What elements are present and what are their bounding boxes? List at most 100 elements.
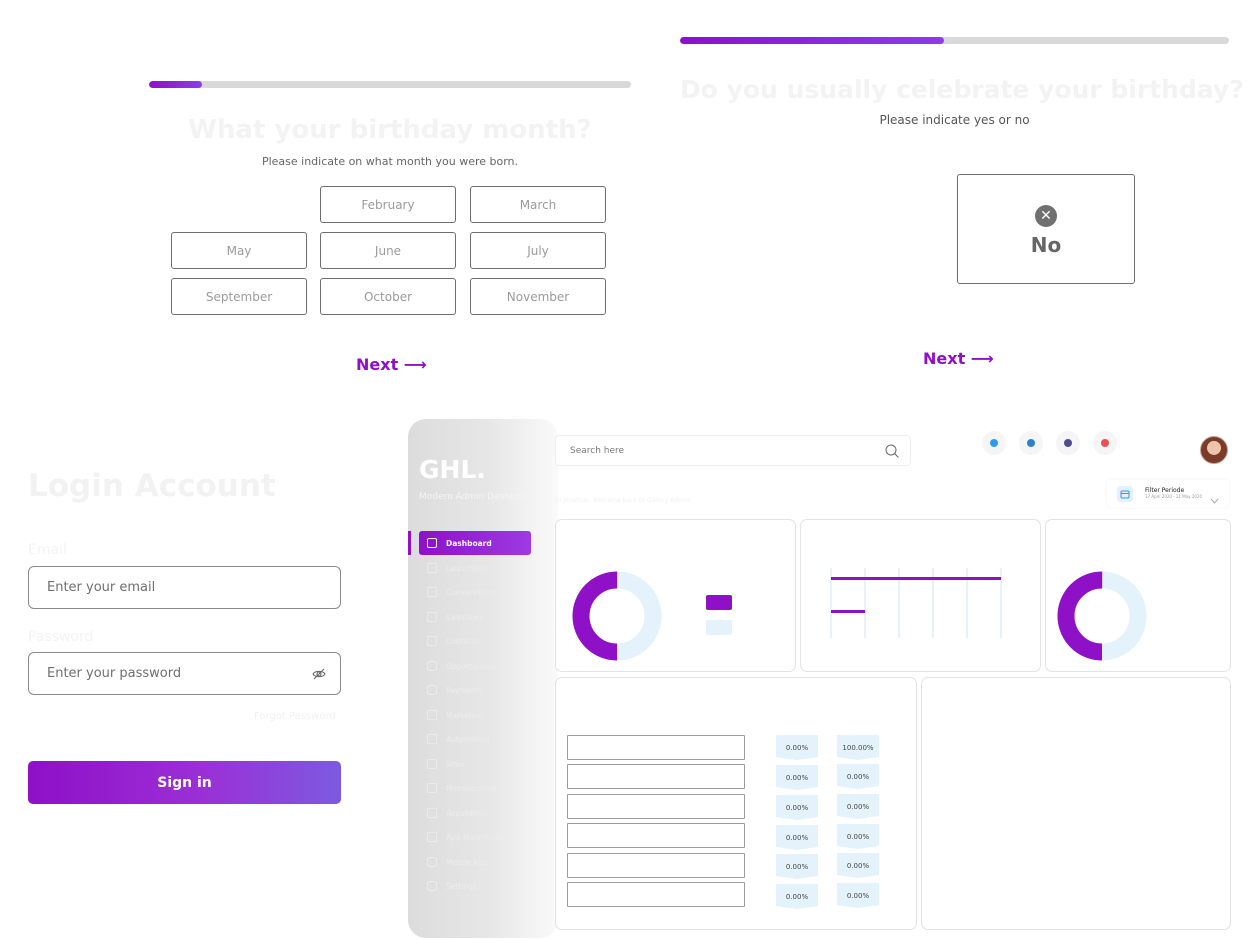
sidebar-item-label: Contacts — [446, 636, 480, 646]
percent-badge: 0.00% — [776, 854, 818, 879]
month-progress-bar — [149, 81, 631, 88]
password-input[interactable] — [47, 666, 297, 681]
sidebar-item-contacts[interactable]: Contacts — [419, 629, 531, 653]
percent-badge: 0.00% — [776, 765, 818, 790]
month-option-october[interactable]: October — [320, 278, 456, 315]
alert-icon[interactable] — [1093, 431, 1117, 455]
brand-logo: GHL. — [419, 455, 486, 484]
email-label: Email — [28, 542, 67, 558]
password-label: Password — [28, 629, 94, 645]
notification-dot — [990, 439, 998, 447]
chevron-down-icon — [1210, 489, 1219, 508]
sidebar-item-label: Mobile App — [446, 857, 488, 867]
email-input[interactable] — [47, 580, 297, 595]
sidebar-item-memberships[interactable]: Memberships — [419, 776, 531, 800]
sidebar-item-dashboard[interactable]: Dashboard — [419, 531, 531, 555]
legend-swatch-purple — [706, 595, 732, 610]
phone-icon — [427, 857, 437, 867]
sidebar-item-label: Launchpad — [446, 563, 488, 573]
donut-2-arc — [1057, 571, 1147, 661]
sidebar-item-automation[interactable]: Automation — [419, 727, 531, 751]
notification-dot — [1064, 439, 1072, 447]
percent-badge: 0.00% — [837, 794, 879, 819]
notification-icon[interactable] — [982, 431, 1006, 455]
donut-panel-1 — [555, 519, 796, 672]
search-input[interactable] — [570, 445, 870, 456]
sidebar-item-payments[interactable]: Payments — [419, 678, 531, 702]
sidebar-item-label: Dashboard — [446, 538, 492, 548]
no-option-card[interactable]: ✕ No — [957, 174, 1135, 284]
month-option-march[interactable]: March — [470, 186, 606, 223]
close-circle-icon: ✕ — [1035, 205, 1057, 227]
search-icon[interactable] — [884, 443, 900, 463]
sidebar-item-app-marketplace[interactable]: App Marketplace — [419, 825, 531, 849]
chat-icon — [427, 587, 437, 597]
percent-badge: 0.00% — [837, 824, 879, 849]
empty-panel — [921, 677, 1231, 930]
percent-badge: 0.00% — [837, 883, 879, 908]
sidebar-item-mobile-app[interactable]: Mobile App — [419, 850, 531, 874]
welcome-text: Hi Jonathan, Welcome back to Gallery Adm… — [555, 497, 692, 504]
donut-1-arc — [572, 571, 662, 661]
celebrate-question-subtitle: Please indicate yes or no — [879, 113, 1030, 127]
sidebar-item-label: Reputation — [446, 808, 487, 818]
donut-panel-2 — [1045, 519, 1231, 672]
month-option-july[interactable]: July — [470, 232, 606, 269]
celebrate-progress-bar — [680, 37, 1229, 44]
sidebar-item-marketing[interactable]: Marketing — [419, 703, 531, 727]
sidebar-item-conversations[interactable]: Conversations — [419, 580, 531, 604]
sidebar-item-label: Settings — [446, 881, 477, 891]
password-field[interactable] — [28, 652, 341, 695]
sidebar-item-launchpad[interactable]: Launchpad — [419, 556, 531, 580]
dashboard-sidebar: GHL. Modern Admin Dashboard Dashboard La… — [408, 419, 558, 938]
month-option-june[interactable]: June — [320, 232, 456, 269]
sidebar-item-sites[interactable]: Sites — [419, 752, 531, 776]
sign-in-button[interactable]: Sign in — [28, 761, 341, 804]
settings-icon — [427, 881, 437, 891]
sidebar-item-label: Opportunities — [446, 661, 498, 671]
sidebar-item-label: Calendars — [446, 612, 484, 622]
forgot-password-link[interactable]: Forgot Password — [254, 711, 336, 722]
table-row-field — [567, 794, 745, 819]
gift-icon[interactable] — [1056, 431, 1080, 455]
notification-dot — [1101, 439, 1109, 447]
celebrate-next-link[interactable]: Next ⟶ — [923, 349, 994, 368]
grid-icon — [427, 538, 437, 548]
dashboard-search[interactable] — [555, 435, 911, 466]
bar-chart-panel — [800, 519, 1041, 672]
celebrate-question-title: Do you usually celebrate your birthday? — [680, 75, 1244, 104]
sidebar-item-calendars[interactable]: Calendars — [419, 605, 531, 629]
brand-subtitle: Modern Admin Dashboard — [419, 492, 536, 502]
sidebar-item-label: Conversations — [446, 587, 500, 597]
month-option-may[interactable]: May — [171, 232, 307, 269]
sidebar-item-settings[interactable]: Settings — [419, 874, 531, 898]
month-question-title: What your birthday month? — [188, 115, 592, 145]
avatar[interactable] — [1200, 436, 1228, 464]
table-row-field — [567, 735, 745, 760]
percent-badge: 0.00% — [776, 735, 818, 760]
sidebar-item-label: Sites — [446, 759, 465, 769]
filter-periode-dropdown[interactable]: Filter Periode 17 April 2020 - 21 May 20… — [1107, 480, 1229, 507]
percent-badge: 0.00% — [837, 853, 879, 878]
eye-off-icon[interactable] — [312, 666, 326, 685]
month-option-november[interactable]: November — [470, 278, 606, 315]
month-option-september[interactable]: September — [171, 278, 307, 315]
sidebar-item-opportunities[interactable]: Opportunities — [419, 654, 531, 678]
sidebar-item-label: Automation — [446, 734, 490, 744]
edit-icon — [427, 563, 437, 573]
store-icon — [427, 832, 437, 842]
percent-badge: 100.00% — [837, 735, 879, 760]
sidebar-item-reputation[interactable]: Reputation — [419, 801, 531, 825]
message-icon[interactable] — [1019, 431, 1043, 455]
card-icon — [427, 685, 437, 695]
percent-badge: 0.00% — [837, 764, 879, 789]
badge-icon — [427, 783, 437, 793]
percent-badge: 0.00% — [776, 825, 818, 850]
bar-2 — [831, 610, 865, 613]
filter-title: Filter Periode — [1145, 487, 1185, 494]
email-field[interactable] — [28, 566, 341, 609]
month-option-february[interactable]: February — [320, 186, 456, 223]
month-next-link[interactable]: Next ⟶ — [356, 355, 427, 374]
month-question-subtitle: Please indicate on what month you were b… — [261, 155, 519, 168]
table-row-field — [567, 764, 745, 789]
